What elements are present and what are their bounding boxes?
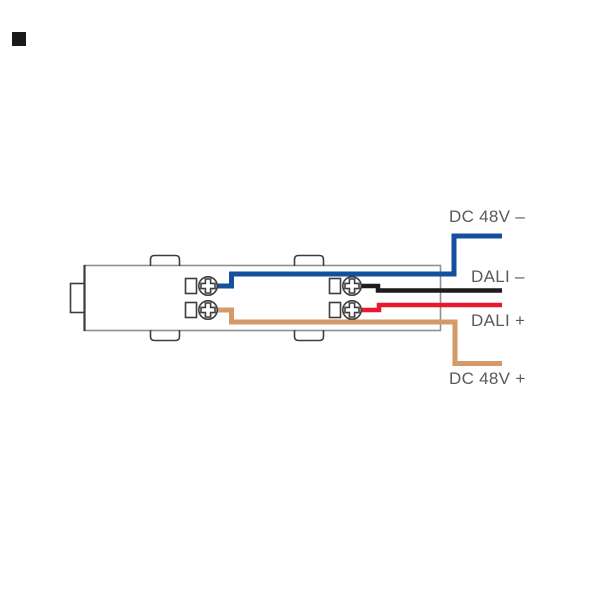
mounting-tab-top-right — [293, 254, 325, 266]
phillips-screw-icon — [198, 299, 219, 320]
mounting-tab-bottom-left — [149, 330, 181, 342]
label-dali-positive: DALI + — [471, 311, 526, 330]
side-connector — [69, 282, 86, 314]
terminal-contact — [184, 301, 198, 319]
screw-terminal-top-right — [328, 275, 362, 296]
mounting-tab-bottom-right — [293, 330, 325, 342]
phillips-screw-icon — [198, 275, 219, 296]
label-dc48v-positive: DC 48V + — [449, 369, 526, 388]
label-dali-negative: DALI – — [471, 267, 525, 286]
screw-terminal-top-left — [184, 275, 219, 296]
logo-mark — [12, 32, 26, 46]
wire-dc48v-positive — [217, 307, 502, 366]
logo-square-icon — [12, 32, 26, 46]
terminal-contact — [328, 277, 342, 295]
wire-dali-negative — [361, 283, 502, 293]
phillips-screw-icon — [341, 275, 362, 296]
wire-dc48v-negative — [217, 233, 502, 289]
screw-terminal-bottom-left — [184, 299, 219, 320]
terminal-contact — [328, 301, 342, 319]
terminal-contact — [184, 277, 198, 295]
mounting-tab-top-left — [149, 254, 181, 266]
label-dc48v-negative: DC 48V – — [449, 207, 526, 226]
phillips-screw-icon — [341, 299, 362, 320]
screw-terminal-bottom-right — [328, 299, 362, 320]
wire-dali-positive — [361, 302, 502, 313]
